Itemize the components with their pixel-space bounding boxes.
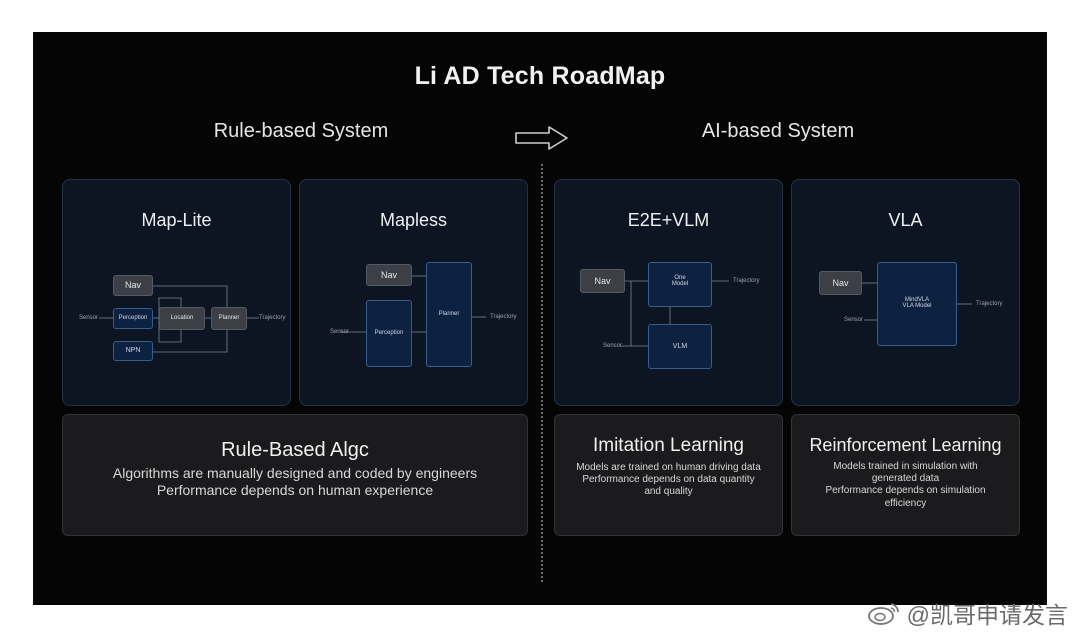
- description-line: and quality: [644, 486, 693, 498]
- transition-arrow-icon: [515, 126, 568, 150]
- planner-node: Planner: [426, 262, 472, 367]
- panel-title: Mapless: [379, 210, 448, 230]
- trajectory-label: Trajectory: [976, 301, 1003, 307]
- panel-title: Map-Lite: [141, 210, 212, 230]
- rule-based-description: Rule-Based Algc Algorithms are manually …: [62, 414, 528, 536]
- map-lite-connections: [99, 285, 259, 353]
- vla-connections: [862, 282, 972, 321]
- location-node: Location: [159, 307, 205, 330]
- sensor-label: Sensor: [603, 343, 623, 349]
- sensor-label: Sensor: [79, 315, 99, 321]
- sensor-label: Sensor: [330, 329, 350, 335]
- panel-map-lite: Map-Lite Nav Perception Location Planner…: [62, 179, 291, 406]
- description-line: Models trained in simulation with: [833, 461, 978, 472]
- perception-node: Perception: [113, 308, 153, 329]
- description-line: Performance depends on human experience: [156, 482, 434, 499]
- slide-title: Li AD Tech RoadMap: [414, 62, 666, 90]
- description-line: Models are trained on human driving data: [576, 462, 761, 473]
- sensor-label: Sensor: [844, 317, 864, 323]
- description-line: efficiency: [884, 497, 927, 509]
- trajectory-label: Trajectory: [733, 278, 760, 284]
- description-line: Algorithms are manually designed and cod…: [112, 465, 478, 481]
- description-line: generated data: [871, 473, 940, 485]
- watermark: @凯哥申请发言: [867, 598, 1068, 628]
- reinforcement-learning-description: Reinforcement Learning Models trained in…: [791, 414, 1020, 536]
- description-title: Imitation Learning: [592, 435, 745, 456]
- vlm-node: VLM: [648, 324, 712, 369]
- description-line: Performance depends on simulation: [825, 485, 986, 497]
- description-line: Performance depends on data quantity: [582, 474, 755, 486]
- nav-node: Nav: [366, 264, 412, 286]
- mapless-connections: [340, 275, 486, 333]
- section-divider: [541, 164, 543, 582]
- description-title: Rule-Based Algc: [221, 439, 369, 461]
- e2e-vlm-connections: [621, 280, 729, 347]
- panel-title: VLA: [888, 210, 923, 230]
- ai-based-heading: AI-based System: [701, 120, 855, 142]
- panel-mapless: Mapless Nav Perception Planner Sensor Tr…: [299, 179, 528, 406]
- rule-based-heading: Rule-based System: [213, 120, 389, 142]
- weibo-icon: [867, 603, 899, 625]
- nav-node: Nav: [113, 275, 153, 296]
- planner-node: Planner: [211, 307, 247, 330]
- slide: Li AD Tech RoadMap Rule-based System AI-…: [33, 32, 1047, 605]
- npn-node: NPN: [113, 341, 153, 361]
- nav-node: Nav: [819, 271, 862, 295]
- trajectory-label: Trajectory: [259, 315, 286, 321]
- perception-node: Perception: [366, 300, 412, 367]
- trajectory-label: Trajectory: [490, 314, 517, 320]
- description-title: Reinforcement Learning: [809, 435, 1002, 455]
- watermark-text: @凯哥申请发言: [906, 602, 1068, 628]
- nav-node: Nav: [580, 269, 625, 293]
- panel-title: E2E+VLM: [627, 210, 710, 230]
- imitation-learning-description: Imitation Learning Models are trained on…: [554, 414, 783, 536]
